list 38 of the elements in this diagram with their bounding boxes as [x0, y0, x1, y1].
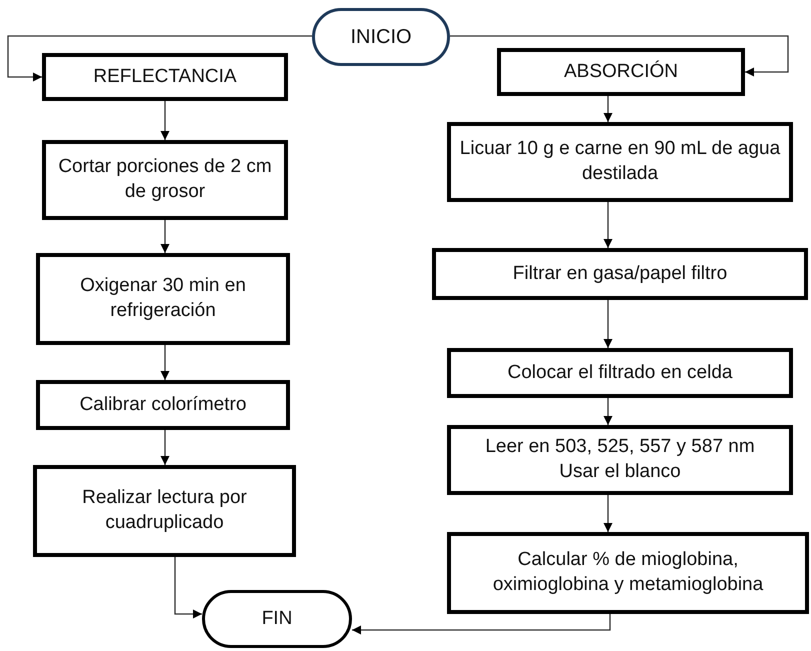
- arrow: [174, 557, 202, 618]
- node-text: Cortar porciones de 2 cm de grosor: [57, 155, 273, 204]
- node-text: REFLECTANCIA: [93, 64, 237, 89]
- process-box: [447, 348, 793, 398]
- arrow: [160, 101, 170, 140]
- arrow: [604, 202, 612, 248]
- process-box: [432, 248, 808, 300]
- arrow: [160, 220, 170, 253]
- arrow: [604, 96, 612, 122]
- node-text: Filtrar en gasa/papel filtro: [512, 262, 728, 286]
- process-box: [447, 532, 809, 614]
- arrow: [604, 300, 612, 348]
- node-text: Colocar el filtrado en celda: [508, 360, 732, 385]
- arrow: [352, 614, 611, 634]
- process-box: [447, 425, 793, 495]
- process-box: [497, 48, 745, 96]
- node-text: Licuar 10 g e carne en 90 mL de agua destilada: [459, 137, 781, 186]
- arrow: [7, 35, 312, 82]
- node-text: Calibrar colorímetro: [80, 392, 246, 417]
- node-text: Realizar lectura por cuadruplicado: [81, 486, 248, 535]
- arrow: [450, 35, 789, 76]
- arrow: [160, 345, 170, 380]
- node-text: Leer en 503, 525, 557 y 587 nm: [485, 435, 755, 460]
- process-box: [42, 140, 288, 220]
- node-text: Usar el blanco: [559, 460, 681, 484]
- node-text: FIN: [262, 606, 292, 631]
- process-box: [447, 122, 793, 202]
- node-text: ABSORCIÓN: [564, 60, 678, 84]
- node-text: INICIO: [350, 25, 412, 50]
- process-box: [36, 380, 290, 430]
- node-text: Calcular % de mioglobina, oximioglobina y metamioglobina: [492, 548, 764, 597]
- process-box: [33, 465, 296, 557]
- node-text: Oxigenar 30 min en refrigeración: [79, 274, 247, 323]
- process-box: [36, 253, 290, 345]
- arrow: [160, 430, 170, 465]
- arrow: [604, 398, 612, 425]
- arrow: [604, 495, 612, 532]
- process-box: [42, 53, 288, 101]
